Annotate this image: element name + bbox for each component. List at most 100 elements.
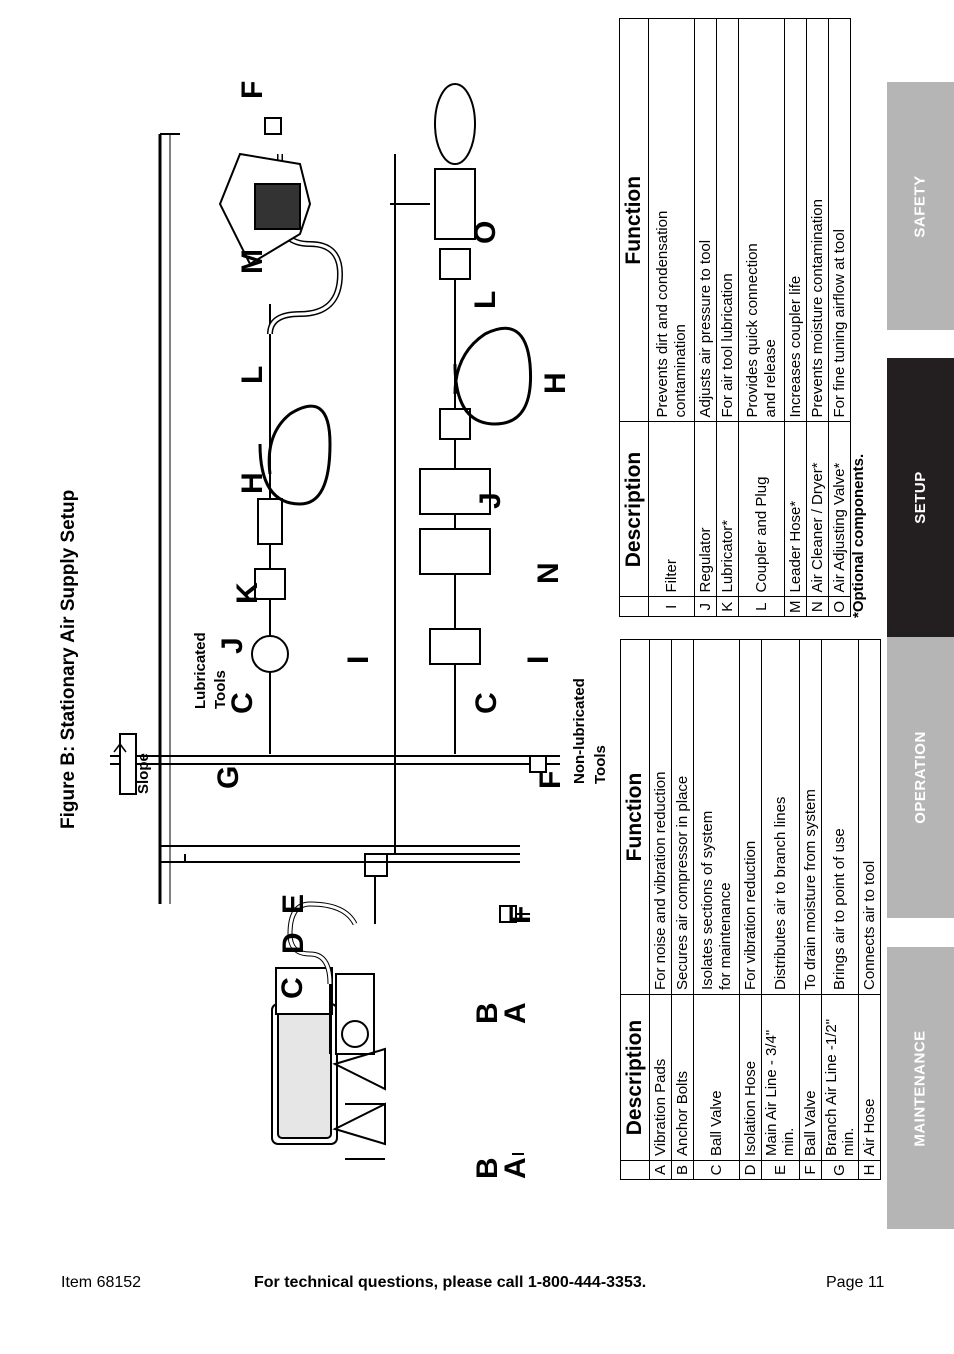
row-letter: M xyxy=(784,597,807,617)
callout-e: E xyxy=(277,894,310,914)
callout-j2: J xyxy=(474,492,507,509)
optional-components-note: *Optional components. xyxy=(850,453,867,618)
row-function: Increases coupler life xyxy=(784,18,807,422)
compressor-illustration xyxy=(271,967,524,1160)
row-function-line: Increases coupler life xyxy=(787,275,805,418)
row-function-line: Brings air to point of use xyxy=(831,828,849,990)
row-letter: N xyxy=(806,597,829,617)
header-description: Description xyxy=(620,994,650,1161)
row-function-line: Provides quick connection xyxy=(744,243,762,418)
row-function-line: Isolates sections of system xyxy=(699,810,717,990)
row-function-line: Secures air compressor in place xyxy=(674,775,692,990)
header-function: Function xyxy=(620,639,650,995)
row-letter: K xyxy=(716,597,739,617)
row-letter: G xyxy=(821,1160,859,1180)
air-supply-diagram: A B A B C D E F F G C C J I I K N J H H … xyxy=(110,81,609,1179)
callout-n: N xyxy=(532,562,565,584)
row-function-line: To drain moisture from system xyxy=(801,789,819,990)
row-function: For vibration reduction xyxy=(739,639,762,995)
row-letter: I xyxy=(648,597,695,617)
callout-d: D xyxy=(277,932,310,954)
row-function-line: For vibration reduction xyxy=(742,840,760,990)
callout-c: C xyxy=(276,977,309,999)
row-letter: H xyxy=(858,1160,881,1180)
row-function: For noise and vibration reduction xyxy=(649,639,672,995)
callout-i: I xyxy=(342,656,375,664)
callout-j: J xyxy=(216,637,249,654)
non-lubricated-label-2: Tools xyxy=(592,745,609,784)
callout-g: G xyxy=(212,766,245,789)
row-description: Isolation Hose xyxy=(739,994,762,1161)
slope-label: Slope xyxy=(135,753,152,794)
row-description: Main Air Line - 3/4" min. xyxy=(761,994,800,1161)
spray-gun-illustration xyxy=(390,83,476,240)
row-function: For fine tuning airflow at tool xyxy=(828,18,851,422)
row-description: Regulator xyxy=(694,422,717,597)
main-air-line xyxy=(160,154,520,1054)
row-function-line: For noise and vibration reduction xyxy=(652,771,670,990)
row-function-line: Distributes air to branch lines xyxy=(771,796,789,990)
callout-f2: F xyxy=(534,771,567,789)
tab-operation[interactable]: OPERATION xyxy=(887,637,954,918)
row-function: For air tool lubrication xyxy=(716,18,739,422)
row-function-line: For fine tuning airflow at tool xyxy=(831,229,849,418)
callout-f: F xyxy=(504,906,537,924)
row-function-line: For air tool lubrication xyxy=(719,273,737,418)
row-function: Connects air to tool xyxy=(858,639,881,995)
row-function: Adjusts air pressure to tool xyxy=(694,18,717,422)
tab-maintenance[interactable]: MAINTENANCE xyxy=(887,947,954,1229)
row-function-line: for maintenance xyxy=(716,882,734,990)
header-function: Function xyxy=(619,18,649,422)
row-description: Coupler and Plug xyxy=(738,422,785,597)
callout-l: L xyxy=(236,366,269,384)
row-description: Ball Valve xyxy=(799,994,822,1161)
row-function-line: contamination xyxy=(671,324,689,418)
callout-c3: C xyxy=(470,692,503,714)
row-function: To drain moisture from system xyxy=(799,639,822,995)
page-number: Page 11 xyxy=(826,1274,885,1291)
row-letter: D xyxy=(739,1160,762,1180)
callout-c2: C xyxy=(226,692,259,714)
tab-safety[interactable]: SAFETY xyxy=(887,82,954,330)
tab-setup[interactable]: SETUP xyxy=(887,358,954,637)
row-description: Filter xyxy=(648,422,695,597)
non-lubricated-label-1: Non-lubricated xyxy=(571,678,588,784)
row-function: Brings air to point of use xyxy=(821,639,859,995)
callout-b: B xyxy=(471,1157,504,1179)
callout-a: A xyxy=(499,1157,532,1179)
row-function-line: and release xyxy=(761,339,779,418)
row-description: Lubricator* xyxy=(716,422,739,597)
callout-h2: H xyxy=(539,372,572,394)
row-letter: F xyxy=(799,1160,822,1180)
row-letter: L xyxy=(738,597,785,617)
tech-support-phone: For technical questions, please call 1-8… xyxy=(254,1274,647,1291)
item-number: Item 68152 xyxy=(61,1274,142,1291)
row-function-line: Prevents moisture contamination xyxy=(809,199,827,418)
header-description: Description xyxy=(619,422,649,597)
row-letter: J xyxy=(694,597,717,617)
row-letter: O xyxy=(828,597,851,617)
row-letter: E xyxy=(761,1160,800,1180)
row-description: Leader Hose* xyxy=(784,422,807,597)
callout-i2: I xyxy=(522,656,555,664)
row-function-line: Prevents dirt and condensation xyxy=(654,210,672,418)
callout-a2: A xyxy=(499,1002,532,1024)
callout-m: M xyxy=(236,249,269,274)
row-function: Secures air compressor in place xyxy=(671,639,694,995)
row-description: Ball Valve xyxy=(693,994,740,1161)
